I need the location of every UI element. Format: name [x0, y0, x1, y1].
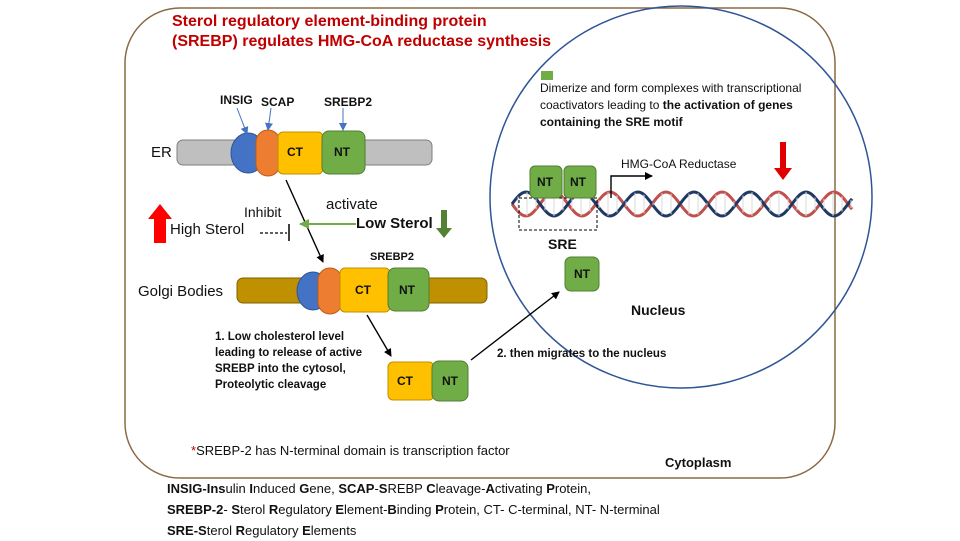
- nt-label-golgi: NT: [399, 283, 415, 297]
- note-text: *SREBP-2 has N-terminal domain is transc…: [191, 443, 510, 458]
- legend-segment: G: [299, 481, 310, 496]
- nt-domain-golgi: [387, 267, 430, 312]
- legend-segment: -: [374, 481, 379, 496]
- er-label: ER: [151, 144, 172, 161]
- legend-segment: R: [268, 502, 279, 517]
- legend-segment: I: [249, 481, 253, 496]
- nucleus-circle: [489, 5, 873, 389]
- note-star: *: [191, 443, 197, 458]
- nt-dimer-left: [529, 165, 563, 199]
- nt-label-dimer-right: NT: [570, 175, 586, 189]
- cell-frame: [124, 7, 836, 479]
- legend-segment: R: [235, 523, 246, 538]
- legend-segment: SCAP: [338, 481, 375, 496]
- legend-segment: terol: [206, 523, 236, 538]
- legend-segment: terol: [239, 502, 269, 517]
- legend-segment: REBP: [387, 481, 427, 496]
- title-line-1: Sterol regulatory element-binding protei…: [172, 13, 487, 30]
- hmg-coa-label: HMG-CoA Reductase: [621, 157, 737, 171]
- legend-line: SRE-Sterol Regulatory Elements: [167, 520, 867, 541]
- ct-label-golgi: CT: [355, 283, 371, 297]
- srebp2-label: SREBP2: [324, 95, 373, 109]
- legend-segment: S: [378, 481, 388, 496]
- cytoplasm-label: Cytoplasm: [665, 455, 732, 470]
- nt-domain-cytosol: [431, 360, 469, 402]
- scap-protein: [255, 129, 281, 177]
- golgi-label: Golgi Bodies: [138, 283, 224, 300]
- legend-segment: egulatory: [245, 523, 303, 538]
- sre-label: SRE: [548, 236, 577, 252]
- legend-segment: A: [485, 481, 495, 496]
- legend-segment: rotein,: [554, 481, 592, 496]
- hmg-down-arrow: [774, 142, 792, 180]
- dna-rungs: [517, 192, 852, 216]
- cytosol-to-nucleus-arrow: [470, 291, 560, 361]
- inhibit-label: Inhibit: [244, 204, 282, 220]
- srebp2-golgi-label: SREBP2: [370, 251, 415, 263]
- legend-segment: P: [435, 502, 444, 517]
- legend-segment: egulatory: [278, 502, 336, 517]
- legend-segment: E: [302, 523, 311, 538]
- legend-segment: ene,: [309, 481, 339, 496]
- legend-segment: -: [223, 502, 232, 517]
- high-sterol-up-arrow: [148, 204, 172, 243]
- step-2-text: 2. then migrates to the nucleus: [497, 348, 667, 360]
- nt-label-er: NT: [334, 145, 350, 159]
- nt-dimer-right: [563, 165, 597, 199]
- nucleus-label: Nucleus: [631, 302, 686, 318]
- insig-label: INSIG: [220, 93, 253, 107]
- note-icon: [541, 71, 553, 80]
- nt-nucleus: [564, 256, 600, 292]
- note-body: SREBP-2 has N-terminal domain is transcr…: [196, 443, 510, 458]
- scap-pointer: [264, 107, 273, 131]
- diagram-title: Sterol regulatory element-binding protei…: [172, 12, 551, 52]
- er-to-golgi-arrow: [285, 179, 324, 263]
- nt-label-nucleus: NT: [574, 267, 590, 281]
- insig-pointer: [236, 107, 249, 135]
- legend-segment: leavage-: [435, 481, 486, 496]
- abbreviation-legend: INSIG-Insulin Induced Gene, SCAP-SREBP C…: [167, 478, 867, 541]
- scap-label: SCAP: [261, 95, 295, 109]
- golgi-to-cytosol-arrow: [366, 314, 392, 357]
- legend-segment: rotein, CT- C-terminal, NT- N-terminal: [443, 502, 660, 517]
- low-sterol-down-arrow: [436, 210, 452, 238]
- legend-segment: E: [335, 502, 345, 517]
- legend-segment: SREBP-2: [167, 502, 224, 517]
- legend-line: INSIG-Insulin Induced Gene, SCAP-SREBP C…: [167, 478, 867, 499]
- legend-line: SREBP-2- Sterol Regulatory Element-Bindi…: [167, 499, 867, 520]
- ct-label-cytosol: CT: [397, 374, 413, 388]
- scap-protein-golgi: [317, 267, 343, 315]
- legend-segment: ctivating: [494, 481, 547, 496]
- nt-label-cytosol: NT: [442, 374, 458, 388]
- legend-segment: nduced: [253, 481, 300, 496]
- dimerize-bold: the activation of genes containing the S…: [540, 98, 793, 129]
- legend-segment: ulin: [225, 481, 250, 496]
- title-line-2: (SREBP) regulates HMG-CoA reductase synt…: [172, 33, 552, 50]
- legend-segment: INSIG-Ins: [167, 481, 226, 496]
- transcription-arrow: [610, 172, 653, 198]
- ct-label-er: CT: [287, 145, 303, 159]
- legend-segment: P: [546, 481, 555, 496]
- legend-segment: lement-: [344, 502, 388, 517]
- high-sterol-label: High Sterol: [170, 221, 245, 238]
- dna-strand-blue: [510, 190, 854, 218]
- legend-segment: SRE-S: [167, 523, 207, 538]
- legend-segment: B: [387, 502, 397, 517]
- legend-segment: inding: [396, 502, 436, 517]
- nt-label-dimer-left: NT: [537, 175, 553, 189]
- low-sterol-label: Low Sterol: [356, 215, 433, 232]
- step-1-text: 1. Low cholesterol level leading to rele…: [215, 331, 363, 391]
- legend-segment: C: [426, 481, 436, 496]
- dimerize-text: Dimerize and form complexes with transcr…: [540, 80, 805, 131]
- legend-segment: lements: [310, 523, 357, 538]
- dimerize-plain: Dimerize and form complexes with transcr…: [540, 81, 802, 112]
- nt-domain-er: [321, 130, 366, 175]
- activate-label: activate: [326, 196, 378, 213]
- legend-segment: S: [231, 502, 240, 517]
